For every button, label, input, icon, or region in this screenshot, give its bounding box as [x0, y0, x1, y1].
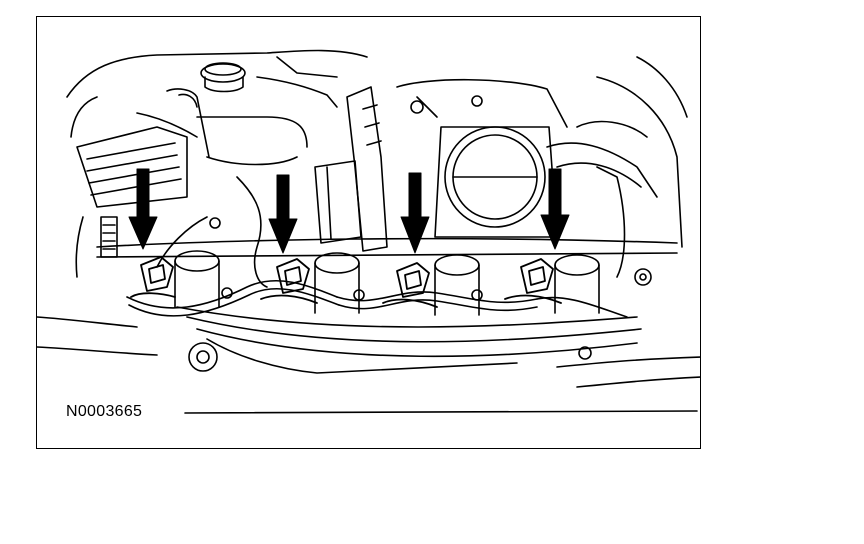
leader-line — [184, 410, 698, 414]
intake-manifold — [96, 237, 678, 374]
arrow-coil-3 — [400, 172, 430, 254]
callout-arrows — [128, 168, 570, 254]
arrow-coil-4 — [540, 168, 570, 250]
background-contours — [37, 49, 700, 388]
throttle-body — [396, 78, 568, 238]
figure-id-label: N0003665 — [66, 403, 143, 420]
arrow-coil-2 — [268, 174, 298, 254]
illustration-frame: N0003665 — [36, 16, 701, 449]
oil-filler-cap — [200, 62, 246, 93]
arrow-coil-1 — [128, 168, 158, 250]
upper-pipes — [136, 56, 338, 166]
wiring-harness — [126, 176, 628, 318]
right-runners — [546, 120, 658, 278]
throttle-sensor — [314, 86, 388, 252]
fasteners — [188, 217, 652, 372]
engine-line-drawing — [37, 49, 700, 414]
left-duct — [76, 126, 188, 258]
